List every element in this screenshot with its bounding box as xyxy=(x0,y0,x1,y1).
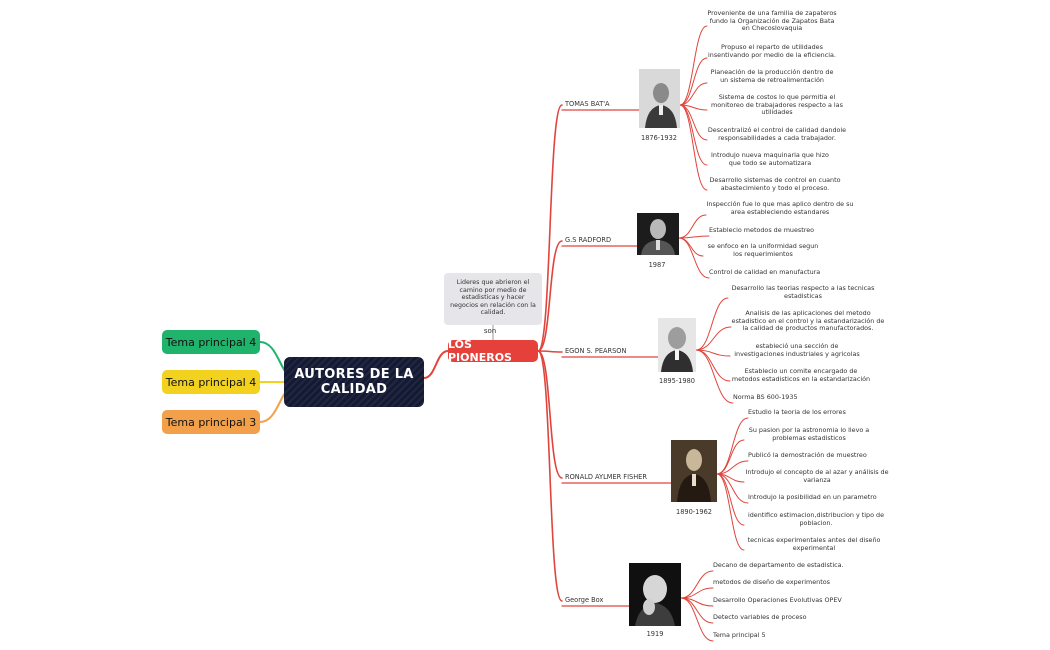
connector-fact xyxy=(716,439,745,475)
side-topic-1[interactable]: Tema principal 4 xyxy=(162,330,260,354)
connector-fact xyxy=(679,82,708,106)
pioneer-name-box[interactable]: George Box xyxy=(565,596,604,604)
pearson-portrait-image xyxy=(658,318,696,372)
connector-fact xyxy=(680,587,714,599)
pioneer-name-pearson[interactable]: EGON S. PEARSON xyxy=(565,347,627,355)
fact-bata-1[interactable]: Proveniente de una familia de zapateros … xyxy=(707,9,837,33)
relation-note-text: Lideres que abrieron el camino por medio… xyxy=(450,279,536,317)
fact-bata-7[interactable]: Desarrollo sistemas de control en cuanto… xyxy=(709,176,841,192)
connector-fact xyxy=(695,349,734,404)
fact-box-3[interactable]: Desarrollo Operaciones Evolutivas OPEV xyxy=(713,596,842,604)
fact-bata-2[interactable]: Propuso el reparto de utilidades insenti… xyxy=(708,43,836,59)
fisher-years: 1890-1962 xyxy=(676,508,712,516)
connector-pioneer xyxy=(537,104,563,352)
connector-fact xyxy=(679,104,708,191)
side-topic-3[interactable]: Tema principal 3 xyxy=(162,410,260,434)
main-topic-los-pioneros[interactable]: LOS PIONEROS xyxy=(448,338,538,364)
side-topic-2[interactable]: Tema principal 4 xyxy=(162,370,260,394)
radford-portrait-image xyxy=(637,213,679,255)
central-topic[interactable]: AUTORES DE LA CALIDAD xyxy=(284,357,424,407)
fact-pearson-3[interactable]: estableció una sección de investigacione… xyxy=(734,342,860,358)
fact-bata-4[interactable]: Sistema de costos lo que permitia el mon… xyxy=(711,93,843,117)
fact-fisher-5[interactable]: Introdujo la posibilidad en un parametro xyxy=(748,493,877,501)
fact-box-2[interactable]: metodos de diseño de experimentos xyxy=(713,578,830,586)
fact-box-5[interactable]: Tema principal 5 xyxy=(713,631,766,639)
connector-fact xyxy=(679,57,708,106)
connector-fact xyxy=(679,25,708,106)
connector-pioneer xyxy=(537,350,563,353)
fact-fisher-4[interactable]: Introdujo el concepto de al azar y análi… xyxy=(745,468,889,484)
pioneer-name-fisher[interactable]: RONALD AYLMER FISHER xyxy=(565,473,647,481)
fact-pearson-4[interactable]: Establecio un comite encargado de metodo… xyxy=(731,367,871,383)
connector-fact xyxy=(678,237,704,257)
connector-fact xyxy=(695,297,729,351)
connector-fact xyxy=(678,235,710,239)
fact-pearson-5[interactable]: Norma BS 600-1935 xyxy=(733,393,798,401)
pioneer-name-radford[interactable]: G.S RADFORD xyxy=(565,236,612,244)
side-topic-label: Tema principal 3 xyxy=(165,415,257,429)
connector-fact xyxy=(716,473,745,551)
bata-years: 1876-1932 xyxy=(641,134,677,142)
fact-radford-1[interactable]: Inspección fue lo que mas aplico dentro … xyxy=(706,200,854,216)
fact-fisher-3[interactable]: Publicó la demostración de muestreo xyxy=(748,451,867,459)
side-topic-label: Tema principal 4 xyxy=(165,335,257,349)
side-topic-label: Tema principal 4 xyxy=(165,375,257,389)
fact-bata-6[interactable]: Introdujo nueva maquinaria que hizo que … xyxy=(711,151,829,167)
fact-bata-5[interactable]: Descentralizó el control de calidad dand… xyxy=(707,126,847,142)
relation-label: son xyxy=(483,327,497,335)
fisher-portrait-image xyxy=(671,440,717,502)
connector-fact xyxy=(680,570,714,599)
fact-radford-2[interactable]: Establecio metodos de muestreo xyxy=(709,226,815,234)
radford-years: 1987 xyxy=(648,261,666,269)
fact-radford-3[interactable]: se enfoco en la uniformidad segun los re… xyxy=(707,242,819,258)
fact-box-1[interactable]: Decano de departamento de estadistica. xyxy=(713,561,844,569)
fact-bata-3[interactable]: Planeación de la producción dentro de un… xyxy=(710,68,834,84)
fact-fisher-6[interactable]: identifico estimacion,distribucion y tip… xyxy=(747,511,885,527)
box-portrait-image xyxy=(629,563,681,626)
connector-pioneer xyxy=(537,350,563,479)
fact-fisher-1[interactable]: Estudio la teoria de los errores xyxy=(748,408,846,416)
fact-fisher-7[interactable]: tecnicas experimentales antes del diseño… xyxy=(747,536,881,552)
central-topic-label: AUTORES DE LA CALIDAD xyxy=(294,367,414,397)
connector-fact xyxy=(678,237,710,279)
connector-fact xyxy=(678,214,707,239)
main-topic-label: LOS PIONEROS xyxy=(448,338,512,364)
relation-note[interactable]: Lideres que abrieron el camino por medio… xyxy=(444,273,542,325)
pearson-years: 1895-1980 xyxy=(659,377,695,385)
connector-fact xyxy=(716,460,749,475)
fact-box-4[interactable]: Detecto variables de proceso xyxy=(713,613,807,621)
fact-pearson-1[interactable]: Desarrollo las teorias respecto a las te… xyxy=(731,284,875,300)
connector-main-topic xyxy=(423,350,449,379)
connector-pioneer xyxy=(537,350,563,602)
connector-pioneer xyxy=(537,240,563,352)
fact-pearson-2[interactable]: Analisis de las aplicaciones del metodo … xyxy=(731,309,885,333)
connector-fact xyxy=(695,326,732,351)
box-years: 1919 xyxy=(646,630,664,638)
pioneer-name-bata[interactable]: TOMAS BAT'A xyxy=(565,100,610,108)
connector-fact xyxy=(680,597,714,642)
bata-portrait-image xyxy=(639,69,680,128)
fact-fisher-2[interactable]: Su pasion por la astronomia lo llevo a p… xyxy=(748,426,870,442)
fact-radford-4[interactable]: Control de calidad en manufactura xyxy=(709,268,821,276)
